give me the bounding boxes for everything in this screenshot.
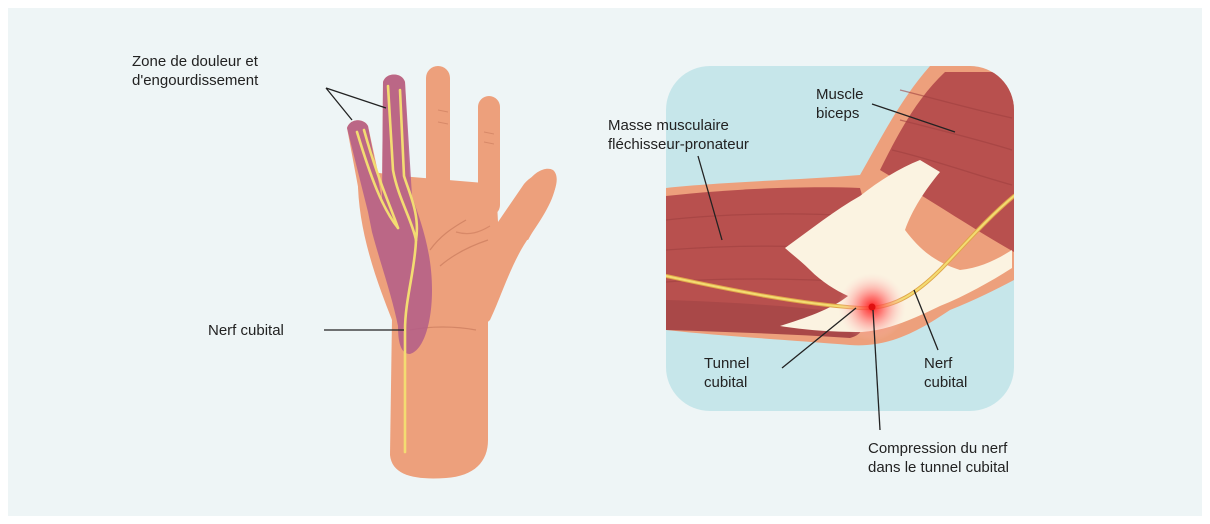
label-flexor-pronator: Masse musculaire fléchisseur-pronateur: [608, 116, 749, 154]
label-compression: Compression du nerf dans le tunnel cubit…: [868, 439, 1009, 477]
label-numbness-zone: Zone de douleur et d'engourdissement: [132, 52, 258, 90]
middle-finger: [426, 66, 450, 202]
label-ulnar-nerve-elbow: Nerf cubital: [924, 354, 967, 392]
compression-point: [869, 304, 876, 311]
label-ulnar-nerve-hand: Nerf cubital: [208, 321, 284, 340]
label-biceps: Muscle biceps: [816, 85, 864, 123]
callout-zone: [326, 88, 386, 120]
index-finger: [478, 96, 500, 216]
label-cubital-tunnel: Tunnel cubital: [704, 354, 749, 392]
hand-illustration: [347, 66, 557, 478]
